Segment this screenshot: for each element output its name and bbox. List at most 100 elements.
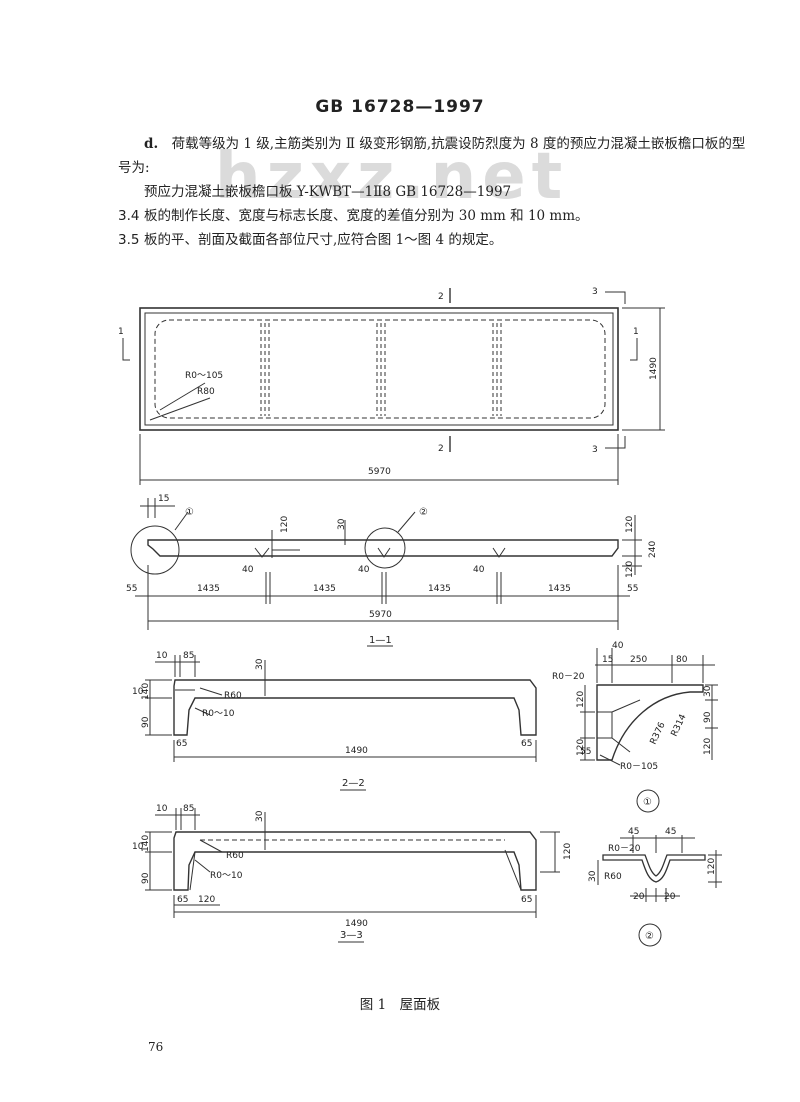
paragraph-d: d. 荷载等级为 1 级,主筋类别为 Ⅱ 级变形钢筋,抗震设防烈度为 8 度的预…	[118, 132, 748, 180]
cut-mark-3-bottom	[605, 436, 626, 449]
plan-cut-label-3-top: 3	[592, 287, 598, 297]
s2-r60: R60	[224, 691, 242, 701]
d1-dim-30: 30	[703, 685, 713, 697]
s2-r0-10: R0～10	[202, 709, 235, 719]
s1-total-length: 5970	[369, 610, 392, 620]
s2-dim-10-side: 10	[132, 687, 144, 697]
d1-r376: R376	[649, 721, 668, 747]
s1-dim-40-b: 40	[358, 565, 370, 575]
d1-dim-250: 250	[630, 655, 647, 665]
s1-dim-30: 30	[337, 518, 347, 530]
clause-text: 板的制作长度、宽度与标志长度、宽度的差值分别为 30 mm 和 10 mm。	[144, 208, 589, 224]
s1-dim-1435-c: 1435	[428, 584, 451, 594]
plan-cut-label-1-left: 1	[118, 327, 124, 337]
d1-dim-120-right: 120	[703, 738, 713, 755]
figure-caption: 图 1 屋面板	[359, 997, 441, 1013]
s2-dim-65-left: 65	[176, 739, 187, 749]
s1-dim-1435-a: 1435	[197, 584, 220, 594]
plan-r80-label: R80	[197, 387, 215, 397]
cut-mark-1-right	[630, 338, 638, 361]
s1-dim-1435-b: 1435	[313, 584, 336, 594]
s3-dim-10-side: 10	[132, 842, 144, 852]
d1-dim-40: 40	[612, 641, 624, 651]
s3-width: 1490	[345, 919, 368, 929]
s2-dim-90: 90	[141, 716, 151, 728]
plan-hidden-edge	[154, 319, 606, 419]
section-1-notch-a	[254, 547, 270, 558]
s3-dim-10: 10	[156, 804, 168, 814]
section-3-profile	[173, 831, 537, 891]
s1-dim-15: 15	[158, 494, 169, 504]
section-1-notch-b	[377, 547, 391, 558]
s1-dim-40-a: 40	[242, 565, 254, 575]
plan-cut-label-1-right: 1	[633, 327, 639, 337]
d2-r0-20: R0－20	[608, 844, 641, 854]
s3-dim-85: 85	[183, 804, 194, 814]
d2-r60: R60	[604, 872, 622, 882]
d1-marker-label: ①	[643, 797, 652, 808]
clause-number: 3.5	[118, 232, 140, 248]
cut-mark-3-top	[605, 291, 626, 304]
s3-dim-30: 30	[255, 810, 265, 822]
d2-dim-20-right: 20	[664, 892, 676, 902]
s1-title: 1—1	[369, 635, 392, 646]
s1-dim-1435-d: 1435	[548, 584, 571, 594]
d1-dim-80: 80	[676, 655, 688, 665]
s1-detail-mark-2: ②	[419, 507, 428, 518]
plan-corner-radius-label: R0～105	[185, 371, 223, 381]
d1-dim-90: 90	[703, 711, 713, 723]
s2-dim-10: 10	[156, 651, 168, 661]
d2-dim-45-right: 45	[665, 827, 676, 837]
plan-cut-label-2-top: 2	[438, 292, 444, 302]
s2-dim-30: 30	[255, 658, 265, 670]
page-number: 76	[148, 1040, 164, 1054]
s3-dim-120-bottom: 120	[198, 895, 215, 905]
detail-1-marker	[636, 789, 660, 813]
leader-r80	[149, 397, 211, 421]
d1-r0-20: R0－20	[552, 672, 585, 682]
plan-cut-label-3-bottom: 3	[592, 445, 598, 455]
d2-dim-45-left: 45	[628, 827, 639, 837]
s3-title: 3—3	[340, 930, 363, 941]
d1-dim-120-upper: 120	[576, 691, 586, 708]
section-2-profile	[173, 679, 537, 736]
plan-length-label: 5970	[368, 467, 391, 477]
clause-text: 板的平、剖面及截面各部位尺寸,应符合图 1～图 4 的规定。	[144, 232, 503, 248]
leader-r-corner	[159, 382, 206, 411]
item-marker-d: d.	[144, 136, 159, 152]
plan-inner-edge	[144, 312, 614, 426]
d1-dim-120-lower: 120	[576, 739, 586, 756]
s1-dim-40-c: 40	[473, 565, 485, 575]
d1-dim-15: 15	[602, 655, 613, 665]
s3-dim-65-right: 65	[521, 895, 532, 905]
section-1-notch-c	[492, 547, 506, 558]
s1-dim-55-right: 55	[627, 584, 638, 594]
plan-width-label: 1490	[649, 357, 659, 380]
paragraph-d-text: 荷载等级为 1 级,主筋类别为 Ⅱ 级变形钢筋,抗震设防烈度为 8 度的预应力混…	[118, 136, 746, 176]
d2-marker-label: ②	[645, 931, 654, 942]
s1-dim-120-left: 120	[280, 516, 290, 533]
s2-dim-85: 85	[183, 651, 194, 661]
s2-width: 1490	[345, 746, 368, 756]
detail-circle-2	[364, 527, 406, 569]
detail-1-profile	[596, 684, 704, 761]
s3-dim-120-right: 120	[563, 843, 573, 860]
s1-dim-240: 240	[648, 541, 658, 558]
d2-dim-30: 30	[588, 870, 598, 882]
s3-r0-10: R0～10	[210, 871, 243, 881]
text-block: d. 荷载等级为 1 级,主筋类别为 Ⅱ 级变形钢筋,抗震设防烈度为 8 度的预…	[118, 132, 748, 252]
s1-dim-120-top: 120	[625, 516, 635, 533]
s1-dim-120-bottom: 120	[625, 561, 635, 578]
d2-dim-20-left: 20	[633, 892, 645, 902]
cut-mark-1-left	[122, 338, 130, 361]
standard-header: GB 16728—1997	[315, 97, 485, 117]
s2-dim-65-right: 65	[521, 739, 532, 749]
detail-2-marker	[638, 923, 662, 947]
detail-circle-1	[130, 525, 180, 575]
section-1-slab	[147, 539, 619, 557]
watermark-text: hzxz.net	[215, 140, 569, 214]
d1-r314: R314	[670, 713, 689, 739]
